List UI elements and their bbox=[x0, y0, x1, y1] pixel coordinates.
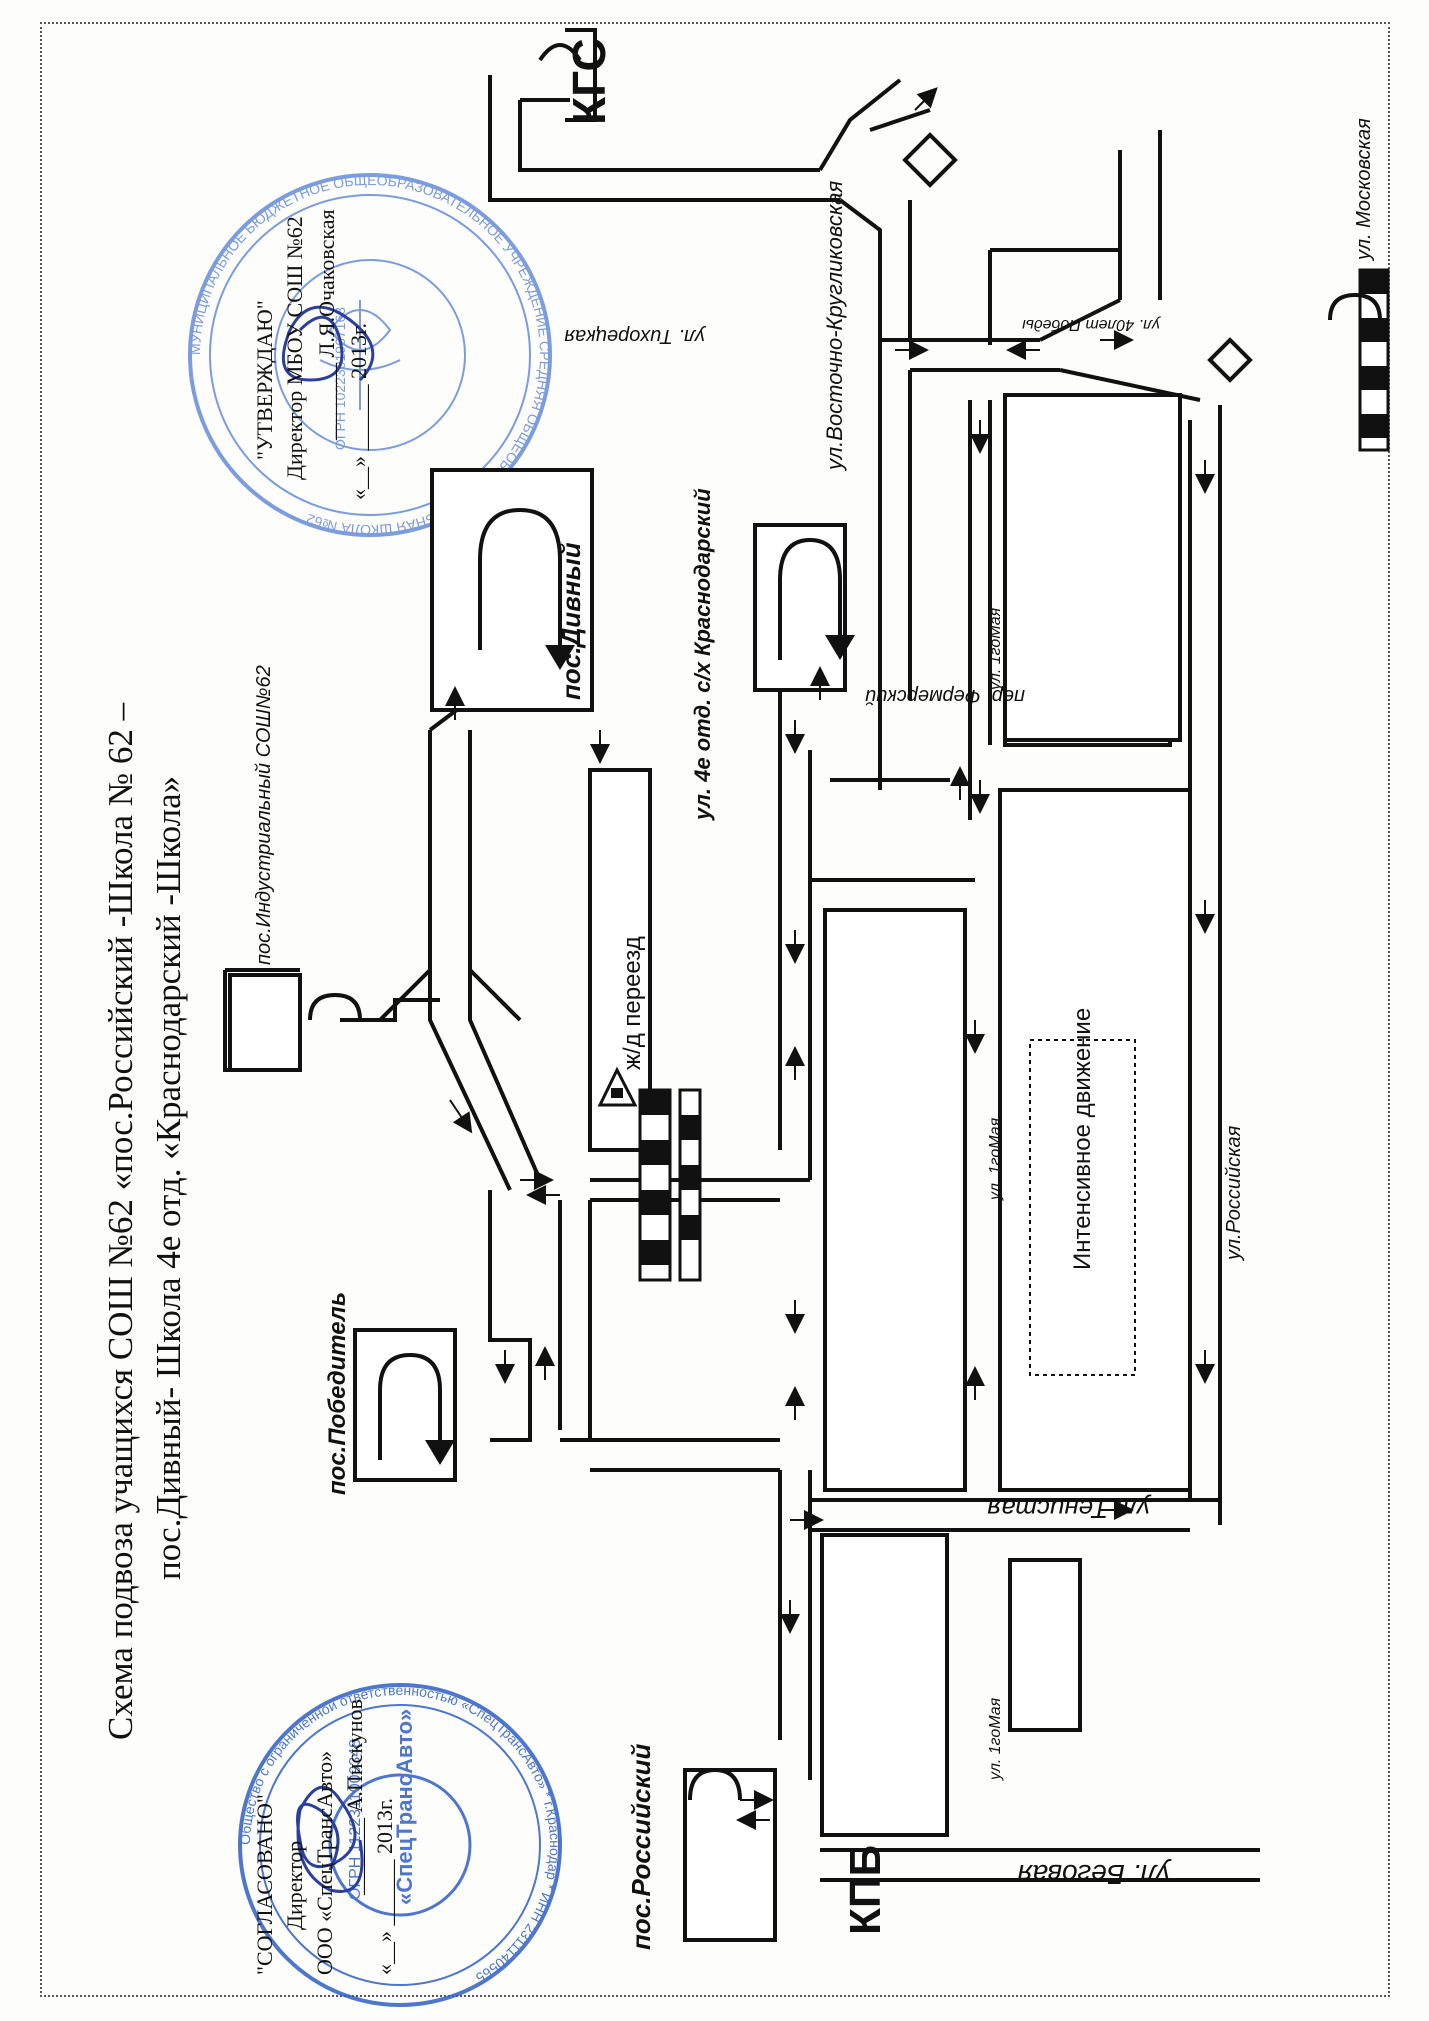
approval-left-org: ООО «СпецТрансАвто» bbox=[312, 1751, 337, 1975]
label-pos-divny: пос.Дивный bbox=[556, 542, 586, 700]
document-title: Схема подвоза учащихся СОШ №62 «пос.Росс… bbox=[101, 702, 188, 1740]
roundabout-icon bbox=[902, 132, 958, 188]
label-ul-rossiyskaya: ул.Российская bbox=[1223, 1125, 1245, 1262]
traffic-direction-arrows bbox=[445, 87, 1215, 1830]
approval-left-date: «__» ______ 2013г. bbox=[372, 1798, 397, 1975]
uturn-moskovskaya-icon bbox=[1328, 292, 1382, 321]
block-kpb-2 bbox=[1008, 1558, 1082, 1732]
approval-left-block: "СОГЛАСОВАНО" Директор ООО «СпецТрансАвт… bbox=[252, 1699, 397, 1975]
uturn-divny-icon bbox=[478, 507, 562, 650]
label-pos-industrialny: пос.Индустриальный СОШ№62 bbox=[253, 665, 275, 965]
label-ul-1go-maya-bottom: ул. 1гоМая bbox=[987, 1697, 1004, 1781]
approval-right-block: "УТВЕРЖДАЮ" Директор МБОУ СОШ №62 ______… bbox=[252, 209, 371, 500]
approval-right-director: Директор МБОУ СОШ №62 bbox=[282, 216, 307, 480]
label-ul-tenistaya: ул. Тенистая bbox=[987, 1494, 1152, 1524]
label-ul-begovaya: ул. Беговая bbox=[1018, 1859, 1172, 1890]
stamp-left-ogrn: ОГРН 1122311009348 bbox=[347, 1739, 364, 1900]
approval-right-name: _______ Л.Я.Очаковская bbox=[314, 209, 339, 441]
label-pos-pobeditel: пос.Победитель bbox=[324, 1292, 351, 1495]
block-1 bbox=[823, 908, 967, 1492]
map-labels: КГС ул. Тихорецкая ул.Восточно-Кругликов… bbox=[253, 38, 1375, 1950]
railway-crossing bbox=[638, 1088, 702, 1282]
title-line-1: Схема подвоза учащихся СОШ №62 «пос.Росс… bbox=[101, 702, 140, 1740]
stamp-right-ogrn: ОГРН 1022301967163 bbox=[332, 307, 348, 450]
uturn-pobeditel-icon bbox=[378, 1352, 442, 1460]
approval-left-director: Директор bbox=[282, 1841, 307, 1930]
block-intensive bbox=[1029, 1039, 1136, 1376]
uturn-krasnodarsky-icon bbox=[778, 537, 842, 660]
road-network bbox=[223, 75, 1260, 1882]
block-kpb-1 bbox=[820, 1533, 949, 1837]
label-kpb: КПБ bbox=[841, 1845, 890, 1935]
eagle-emblem-icon bbox=[319, 300, 401, 410]
signature-left bbox=[296, 1785, 364, 1893]
label-ul-4e-otd: ул. 4е отд. с/х Краснодарский bbox=[690, 488, 715, 821]
label-intensive-traffic: Интенсивное движение bbox=[1069, 1008, 1096, 1270]
page-border bbox=[40, 22, 1390, 1997]
block-rossiysky bbox=[683, 1768, 777, 1942]
label-ul-40let-pobedy: ул. 40лет Победы bbox=[1022, 316, 1161, 333]
label-zhd-pereezd: ж/д переезд bbox=[619, 936, 646, 1070]
label-ul-1go-maya-top: ул. 1гоМая bbox=[987, 607, 1004, 691]
block-3 bbox=[1003, 393, 1182, 742]
roundabout-2-icon bbox=[1207, 337, 1253, 383]
stamp-left-center: «СпецТрансАвто» bbox=[392, 1709, 417, 1905]
city-blocks bbox=[353, 393, 1192, 1942]
signature-right bbox=[281, 305, 375, 382]
uturn-arrowheads bbox=[425, 635, 855, 1465]
school-industrialny bbox=[228, 973, 302, 1072]
label-ul-vostochno-kruglikovskaya: ул.Восточно-Кругликовская bbox=[822, 180, 847, 472]
turnaround-loops bbox=[308, 132, 1382, 1801]
approval-left-heading: "СОГЛАСОВАНО" bbox=[252, 1794, 277, 1975]
title-line-2: пос.Дивный- Школа 4е отд. «Краснодарский… bbox=[149, 776, 188, 1580]
approval-right-date: «__» ______ 2013г. bbox=[346, 323, 371, 500]
label-per-fermersky: пер. Фермерский bbox=[865, 685, 1025, 707]
label-ul-tikhoretskaya: ул. Тихорецкая bbox=[564, 325, 707, 347]
kgs-building bbox=[538, 28, 597, 122]
label-pos-rossiysky: пос.Российский bbox=[626, 1743, 656, 1950]
approval-left-name: _______ А.Пискунов bbox=[342, 1699, 367, 1896]
uturn-industrialny-icon bbox=[308, 992, 362, 1021]
label-ul-1go-maya-mid: ул. 1гоМая bbox=[987, 1117, 1004, 1201]
label-kgs: КГС bbox=[563, 38, 615, 125]
approval-right-heading: "УТВЕРЖДАЮ" bbox=[252, 300, 277, 460]
uturn-rossiysky-icon bbox=[688, 1767, 742, 1801]
railway-warning-sign-icon bbox=[597, 1066, 638, 1107]
block-krasnodarsky bbox=[753, 523, 847, 692]
railway-moskovskaya bbox=[1358, 268, 1390, 452]
label-ul-moskovskaya: ул. Московская bbox=[1353, 118, 1375, 262]
